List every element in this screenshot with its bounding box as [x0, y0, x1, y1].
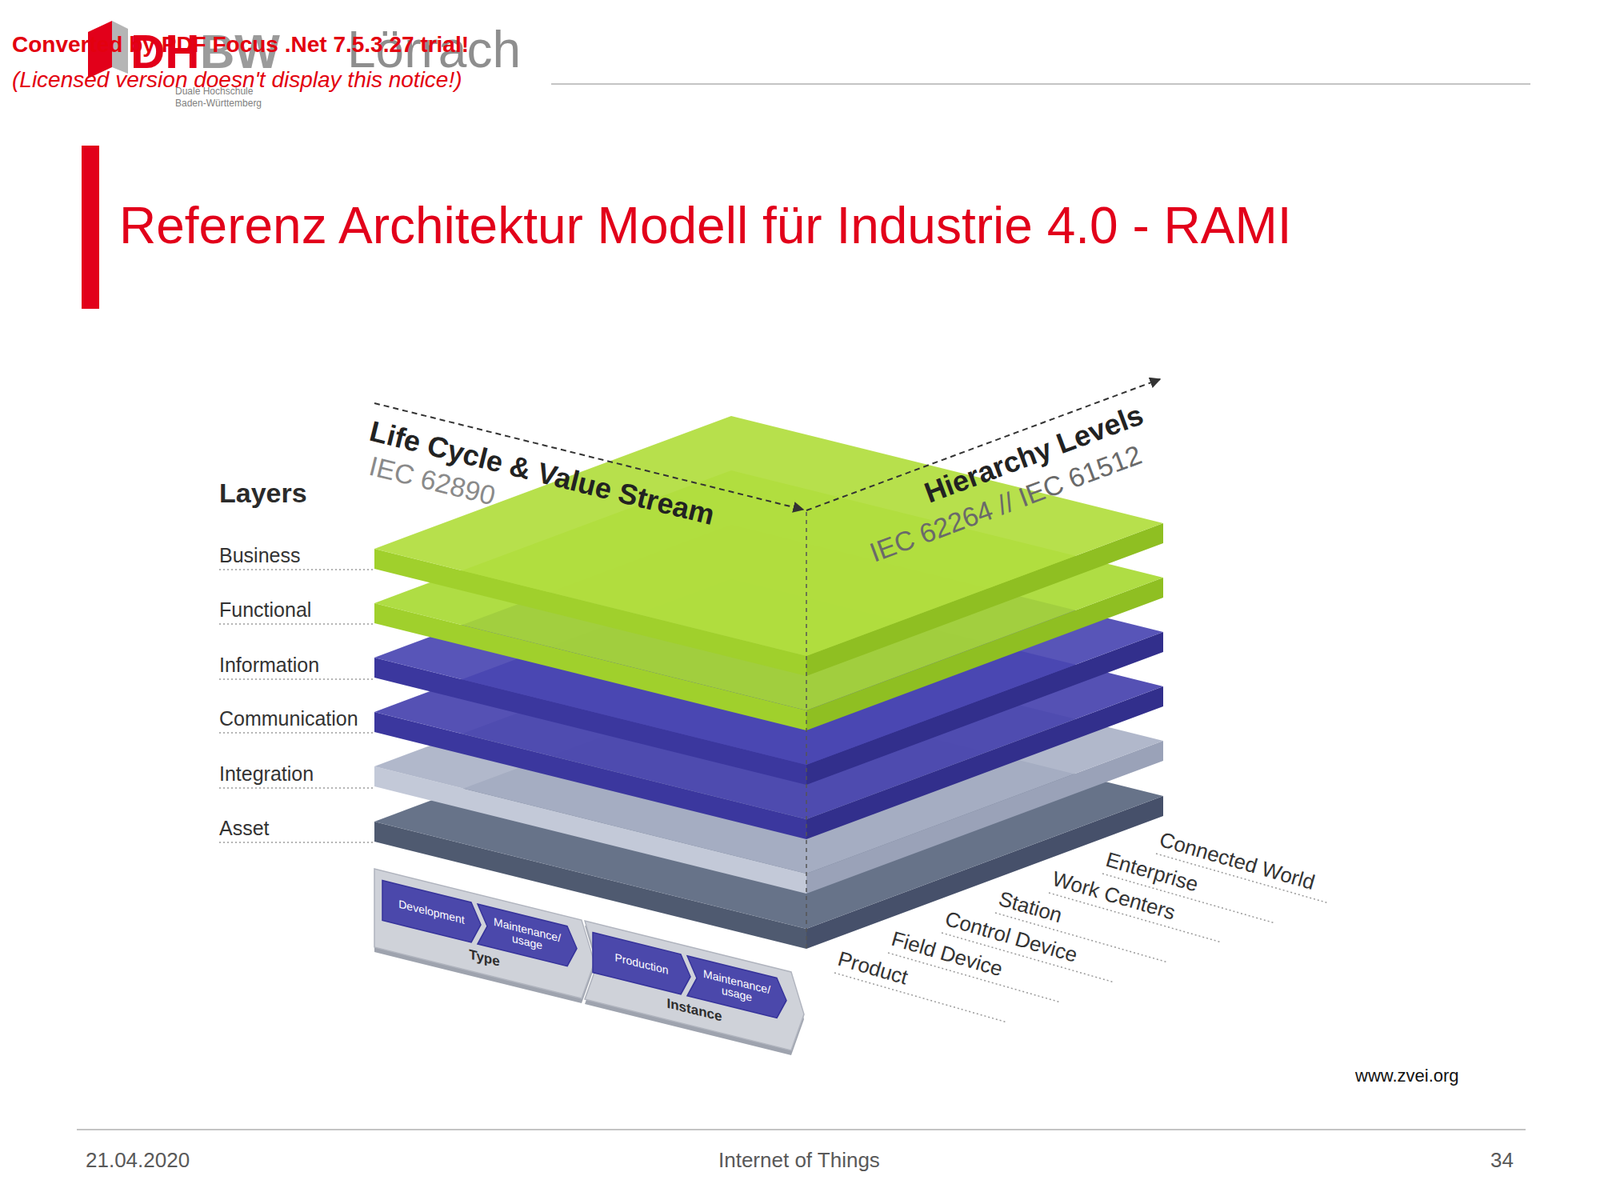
layer-name: Business: [219, 544, 300, 568]
chevron-fill: [584, 920, 804, 1054]
hierarchy-level-holder: Station: [996, 887, 1065, 928]
hierarchy-level-holder: Product: [835, 947, 911, 990]
lifecycle-bar: DevelopmentMaintenance/ usageTypeProduct…: [374, 868, 383, 879]
logo-subtext-holder: Baden-Württemberg: [175, 98, 262, 110]
footer-text: Internet of Things: [718, 1148, 880, 1173]
layer-name-holder: Integration: [219, 762, 314, 786]
chevron-fill: [374, 868, 595, 1002]
layer-name: Integration: [219, 762, 314, 786]
source-note-holder: www.zvei.org: [1355, 1065, 1460, 1086]
watermark-text-holder: (Licensed version doesn't display this n…: [12, 67, 463, 93]
lifecycle-band: DevelopmentMaintenance/ usageType: [374, 868, 595, 1007]
chevron-fill: [382, 880, 481, 944]
layer-name-holder: Functional: [219, 598, 312, 622]
layer-name: Asset: [219, 816, 270, 840]
slide-title: Referenz Architektur Modell für Industri…: [119, 196, 1292, 256]
watermark-text-holder: Converted by PDF Focus .Net 7.5.3.27 tri…: [12, 32, 469, 58]
title-holder: Referenz Architektur Modell für Industri…: [119, 196, 1292, 256]
footer-text-holder: Internet of Things: [718, 1148, 880, 1173]
hierarchy-level: Station: [996, 887, 1065, 928]
leader-line: [219, 568, 373, 571]
layer-name-holder: Business: [219, 544, 300, 568]
axis-line: [805, 512, 808, 949]
footer-date: 21.04.2020: [85, 1148, 190, 1173]
hierarchy-level: Product: [835, 947, 911, 990]
layer-name-holder: Communication: [219, 707, 359, 731]
axis-title: Layers: [219, 477, 308, 509]
leader-line: [219, 732, 373, 734]
layer-leaders: [219, 569, 373, 843]
leader-line: [834, 972, 1008, 1023]
page-number: 34: [1490, 1148, 1514, 1173]
leader-line: [219, 787, 373, 789]
chevron-fill: [592, 932, 691, 997]
layer-name-holder: Asset: [219, 816, 270, 840]
layer-name: Functional: [219, 598, 312, 622]
title-bar: [81, 145, 100, 309]
axis-arrow: [806, 379, 1160, 511]
layer-name: Communication: [219, 707, 359, 731]
layer-name-holder: Information: [219, 653, 320, 677]
layer-name: Information: [219, 653, 320, 677]
logo-subtext: Baden-Württemberg: [175, 98, 262, 110]
leader-line: [219, 623, 373, 625]
footer-date-holder: 21.04.2020: [85, 1148, 190, 1173]
leader-line: [219, 841, 373, 844]
header-rule: [551, 83, 1531, 85]
lifecycle-band: ProductionMaintenance/ usageInstance: [584, 920, 804, 1059]
leader-line: [219, 678, 373, 680]
axis-title-holder: Layers: [219, 477, 308, 509]
source-note: www.zvei.org: [1355, 1065, 1460, 1086]
watermark-text: (Licensed version doesn't display this n…: [12, 67, 463, 93]
page-number-holder: 34: [1490, 1148, 1514, 1173]
footer-rule: [76, 1128, 1526, 1131]
watermark-text: Converted by PDF Focus .Net 7.5.3.27 tri…: [12, 32, 469, 58]
